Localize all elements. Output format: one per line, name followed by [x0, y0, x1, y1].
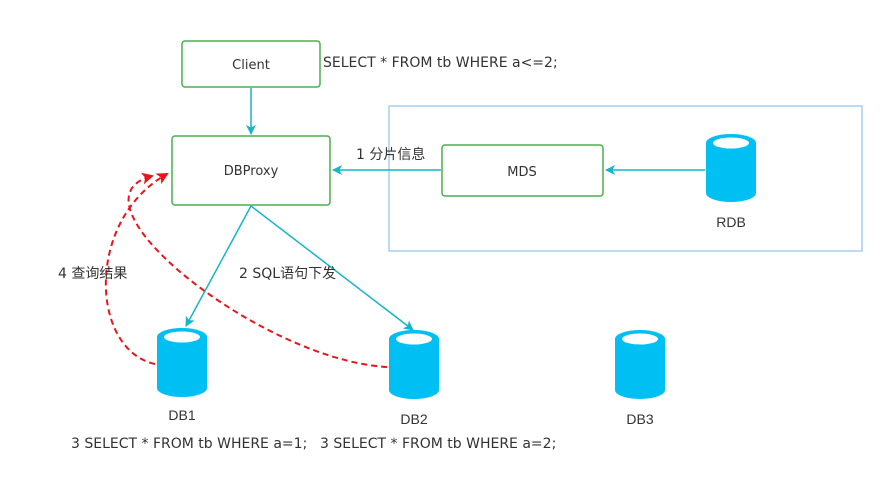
rdb-label: RDB: [716, 214, 746, 230]
db1-query-text: 3 SELECT * FROM tb WHERE a=1;: [71, 436, 307, 452]
db2-label: DB2: [400, 411, 427, 427]
mds-node[interactable]: MDS: [441, 144, 604, 197]
step2-label: 2 SQL语句下发: [239, 266, 336, 282]
db2-query-text: 3 SELECT * FROM tb WHERE a=2;: [320, 436, 556, 452]
db2-database-icon[interactable]: [389, 330, 439, 399]
mds-label: MDS: [507, 165, 536, 180]
arrow-dbproxy-to-db1: [185, 205, 252, 327]
db1-label: DB1: [168, 407, 195, 423]
client-query-text: SELECT * FROM tb WHERE a<=2;: [323, 55, 558, 71]
arrow-dbproxy-to-db2: [250, 205, 414, 331]
step4-label: 4 查询结果: [58, 266, 127, 282]
dbproxy-label: DBProxy: [224, 164, 279, 179]
rdb-database-icon[interactable]: [706, 134, 756, 202]
client-label: Client: [232, 58, 270, 73]
return-arrow-db2-to-dbproxy: [127, 172, 388, 368]
step1-label: 1 分片信息: [356, 146, 425, 163]
metadata-group-container: [388, 105, 863, 252]
db1-database-icon[interactable]: [157, 328, 207, 397]
client-node[interactable]: Client: [181, 40, 321, 88]
db3-database-icon[interactable]: [615, 330, 665, 399]
return-arrow-db1-to-dbproxy: [104, 173, 169, 365]
dbproxy-node[interactable]: DBProxy: [171, 135, 331, 206]
db3-label: DB3: [626, 411, 653, 427]
